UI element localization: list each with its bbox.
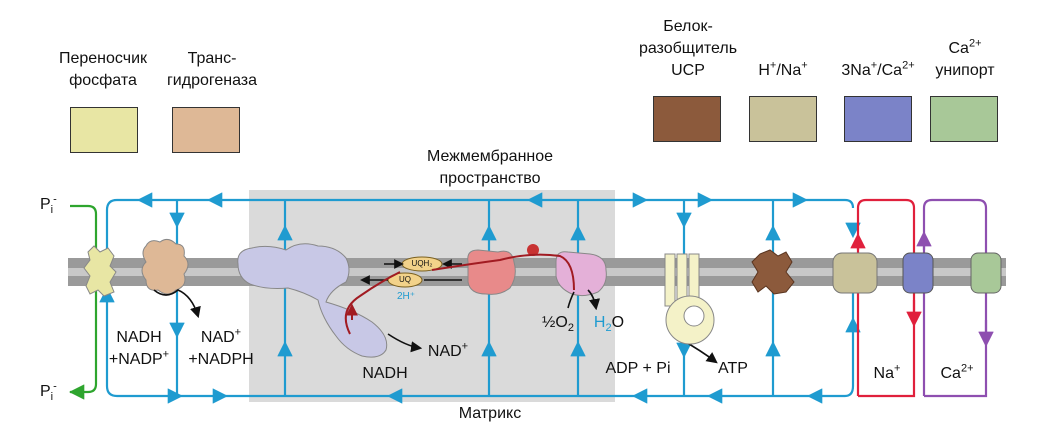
proton-right-side: [844, 286, 855, 398]
pi-top-label: Pi-: [40, 193, 57, 217]
pi-bottom-label: Pi-: [40, 380, 57, 404]
phosphate-circuit: [68, 204, 98, 400]
nadh-nadp-label: NADH +NADP+: [108, 329, 170, 368]
h2o-label: H2O: [593, 314, 625, 335]
legend-ca-uniport: Ca2+ унипорт: [935, 37, 995, 79]
etc-shaded-region: [249, 190, 615, 402]
nadh-label: NADH: [362, 365, 408, 382]
proton-top-line: [117, 198, 855, 209]
legend-ucp: Белок- разобщитель UCP: [638, 18, 738, 79]
nad-label: NAD+: [427, 340, 469, 360]
complex-i-protein: [237, 243, 388, 358]
two-h-label: 2H⁺: [396, 291, 416, 302]
phosphate-carrier-protein: [83, 245, 117, 297]
electron-path: [344, 253, 575, 335]
ucp-swatch: [653, 96, 721, 142]
ca-ion-label: Ca2+: [940, 362, 974, 382]
ca-uniport-swatch: [930, 96, 998, 142]
h-na-exchanger: [832, 252, 878, 294]
na-ca-exchanger: [902, 252, 934, 294]
inner-membrane: [68, 258, 1006, 286]
matrix-label: Матрикс: [458, 405, 522, 422]
ucp-protein: [751, 249, 795, 295]
adp-pi-label: ADP + Pi: [605, 360, 671, 377]
ca-uniporter: [970, 252, 1002, 294]
cytochrome-c: [527, 244, 539, 256]
half-o2-label: ½O2: [542, 314, 574, 335]
h-na-swatch: [749, 96, 817, 142]
legend-h-na: H+/Na+: [758, 59, 808, 79]
na-ion-label: Na+: [873, 362, 901, 382]
complex-iii-protein: [467, 249, 516, 295]
na-ca-swatch: [844, 96, 912, 142]
reaction-arrows: [153, 289, 718, 364]
legend-transhydrogenase: Транс- гидрогеназа: [166, 50, 258, 89]
phosphate-carrier-swatch: [70, 107, 138, 153]
transhydrogenase-swatch: [172, 107, 240, 153]
atp-synthase: [664, 253, 715, 345]
legend-phosphate-carrier: Переносчик фосфата: [58, 50, 148, 89]
sodium-loop: [850, 198, 922, 398]
nad-nadph-label: NAD+ +NADPH: [188, 326, 254, 368]
intermembrane-space-label: Межмембранное пространство: [426, 148, 554, 187]
uqh2-label: UQH₂: [411, 259, 433, 268]
transhydrogenase-protein: [141, 238, 189, 295]
calcium-loop: [916, 198, 994, 398]
atp-label: ATP: [718, 360, 748, 377]
legend-na-ca: 3Na+/Ca2+: [841, 59, 915, 79]
proton-circuit: [99, 192, 861, 404]
uq-label: UQ: [399, 275, 411, 284]
